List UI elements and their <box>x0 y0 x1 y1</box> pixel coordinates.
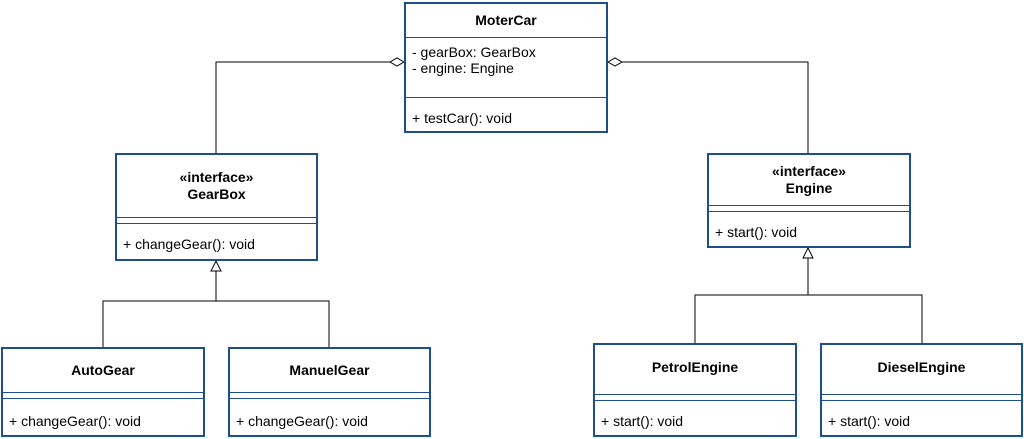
class-petrolengine-separator <box>595 394 795 395</box>
class-manuelgear-name: ManuelGear <box>289 362 370 378</box>
class-petrolengine-separator <box>595 400 795 401</box>
class-petrolengine-methods: + start(): void <box>601 413 791 429</box>
interface-gearbox-stereotype: «interface» <box>179 169 254 185</box>
class-dieselengine-methods: + start(): void <box>828 413 1017 429</box>
class-manuelgear-methods: + changeGear(): void <box>236 413 425 429</box>
realization-engine-branch <box>694 294 923 343</box>
class-motercar-separator <box>406 97 606 98</box>
interface-engine-separator <box>709 211 909 212</box>
interface-engine-methods: + start(): void <box>715 224 905 240</box>
class-motercar-header: MoterCar <box>406 4 606 37</box>
method-changegear: + changeGear(): void <box>236 413 368 429</box>
class-dieselengine-separator <box>822 394 1021 395</box>
method-start: + start(): void <box>601 413 684 429</box>
class-motercar-name: MoterCar <box>475 12 537 28</box>
class-autogear-separator <box>3 398 203 399</box>
interface-engine-name: Engine <box>785 180 833 196</box>
method-changegear: + changeGear(): void <box>9 413 141 429</box>
class-motercar: MoterCar - gearBox: GearBox - engine: En… <box>404 2 608 133</box>
method-start: + start(): void <box>828 413 911 429</box>
class-manuelgear-separator <box>230 398 429 399</box>
class-manuelgear: ManuelGear + changeGear(): void <box>228 347 431 437</box>
interface-gearbox-methods: + changeGear(): void <box>123 236 312 252</box>
class-motercar-methods: + testCar(): void <box>412 110 602 126</box>
attribute-gearbox: - gearBox: GearBox <box>412 44 536 60</box>
class-autogear-name: AutoGear <box>71 362 135 378</box>
interface-gearbox-name: GearBox <box>187 186 246 202</box>
interface-engine-separator <box>709 205 909 206</box>
interface-gearbox-separator <box>117 217 316 218</box>
class-autogear-header: AutoGear <box>3 349 203 392</box>
aggregation-diamond-left <box>388 57 406 67</box>
aggregation-engine-line <box>622 61 809 153</box>
interface-engine: «interface» Engine + start(): void <box>707 153 911 248</box>
realization-arrow-engine <box>802 246 814 259</box>
interface-engine-stereotype: «interface» <box>772 163 846 179</box>
realization-gearbox-branch <box>102 300 330 347</box>
class-motercar-attributes: - gearBox: GearBox - engine: Engine <box>412 44 602 76</box>
realization-arrow-gearbox <box>210 259 222 272</box>
class-manuelgear-header: ManuelGear <box>230 349 429 392</box>
class-petrolengine-header: PetrolEngine <box>595 345 795 389</box>
interface-engine-header: «interface» Engine <box>709 155 909 205</box>
class-motercar-separator <box>406 37 606 38</box>
aggregation-gearbox-line <box>215 61 390 153</box>
class-dieselengine-separator <box>822 400 1021 401</box>
class-petrolengine: PetrolEngine + start(): void <box>593 343 797 437</box>
class-autogear-methods: + changeGear(): void <box>9 413 199 429</box>
class-dieselengine-header: DieselEngine <box>822 345 1021 389</box>
interface-gearbox-header: «interface» GearBox <box>117 155 316 217</box>
interface-gearbox-separator <box>117 223 316 224</box>
class-autogear-separator <box>3 392 203 393</box>
interface-gearbox: «interface» GearBox + changeGear(): void <box>115 153 318 261</box>
aggregation-diamond-right <box>606 57 624 67</box>
class-dieselengine: DieselEngine + start(): void <box>820 343 1023 437</box>
method-changegear: + changeGear(): void <box>123 236 255 252</box>
class-petrolengine-name: PetrolEngine <box>651 358 739 375</box>
class-autogear: AutoGear + changeGear(): void <box>1 347 205 437</box>
class-manuelgear-separator <box>230 392 429 393</box>
method-testcar: + testCar(): void <box>412 110 512 126</box>
attribute-engine: - engine: Engine <box>412 60 514 76</box>
class-dieselengine-name: DieselEngine <box>877 358 966 375</box>
method-start: + start(): void <box>715 224 798 240</box>
